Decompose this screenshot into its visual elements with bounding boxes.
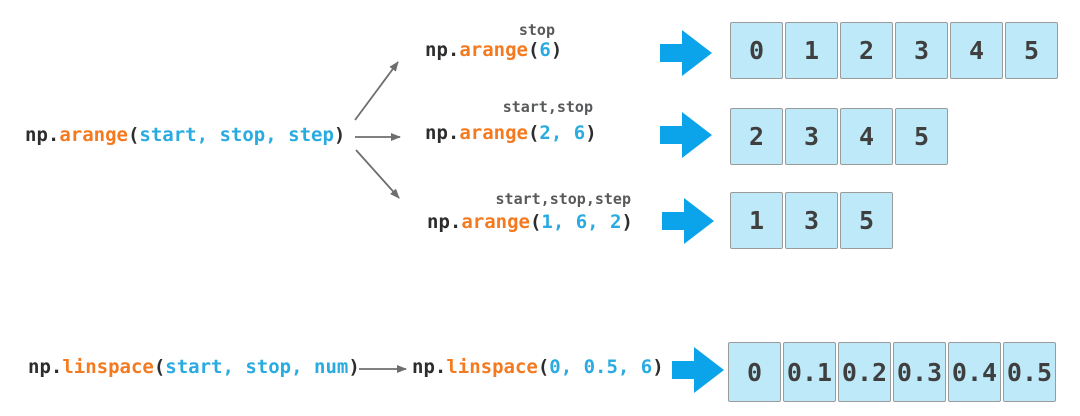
- arguments: 0, 0.5, 6: [549, 356, 653, 378]
- big-arrow-icon: [660, 112, 712, 158]
- array-cell: 1: [785, 22, 838, 79]
- array-cell: 4: [950, 22, 1003, 79]
- array-cell: 3: [895, 22, 948, 79]
- linspace-result-array: 0 0.1 0.2 0.3 0.4 0.5: [728, 342, 1056, 402]
- close-paren: ): [585, 122, 597, 144]
- arrow-tail: [662, 212, 684, 230]
- array-cell: 0.1: [783, 342, 836, 402]
- array-cell: 4: [840, 108, 893, 165]
- arange-stop-result-array: 0 1 2 3 4 5: [730, 22, 1058, 79]
- array-cell: 0.4: [948, 342, 1001, 402]
- branch-start-stop-step-label: start,stop,step: [495, 190, 631, 208]
- code-prefix: np.: [425, 39, 460, 61]
- arguments: start, stop, step: [139, 124, 334, 146]
- close-paren: ): [550, 39, 563, 61]
- arguments: 6: [539, 39, 551, 61]
- array-cell: 5: [895, 108, 948, 165]
- arange-start-stop-step-example-code: np.arange(1, 6, 2): [427, 210, 633, 234]
- function-name: arange: [461, 211, 530, 233]
- arguments: 1, 6, 2: [541, 211, 622, 233]
- function-name: linspace: [446, 356, 538, 378]
- close-paren: ): [333, 124, 346, 146]
- open-paren: (: [537, 356, 550, 378]
- close-paren: ): [348, 356, 360, 378]
- array-cell: 0.5: [1003, 342, 1056, 402]
- big-arrow-icon: [672, 347, 724, 393]
- arrow-tail: [660, 126, 682, 144]
- code-prefix: np.: [28, 356, 63, 378]
- arange-stop-example-code: np.arange(6): [425, 38, 562, 62]
- function-name: arange: [59, 124, 128, 146]
- arrow-tail: [660, 44, 682, 62]
- array-cell: 2: [840, 22, 893, 79]
- linspace-example-code: np.linspace(0, 0.5, 6): [412, 355, 664, 379]
- array-cell: 3: [785, 108, 838, 165]
- code-prefix: np.: [25, 124, 60, 146]
- arange-signature-code: np.arange(start, stop, step): [25, 123, 345, 147]
- array-cell: 5: [840, 192, 893, 249]
- array-cell: 0: [728, 342, 781, 402]
- open-paren: (: [527, 39, 540, 61]
- arrow-head: [684, 198, 714, 244]
- big-arrow-icon: [660, 30, 712, 76]
- arange-start-stop-step-result-array: 1 3 5: [730, 192, 893, 249]
- branch-start-stop-label: start,stop: [502, 98, 593, 116]
- arguments: 2, 6: [539, 122, 586, 144]
- arguments: start, stop, num: [165, 356, 349, 378]
- array-cell: 0.3: [893, 342, 946, 402]
- close-paren: ): [652, 356, 664, 378]
- open-paren: (: [127, 124, 140, 146]
- open-paren: (: [153, 356, 166, 378]
- linspace-signature-code: np.linspace(start, stop, num): [28, 355, 360, 379]
- array-cell: 0: [730, 22, 783, 79]
- thin-arrow-icon: [359, 365, 407, 373]
- arange-start-stop-example-code: np.arange(2, 6): [425, 121, 597, 145]
- open-paren: (: [529, 211, 542, 233]
- function-name: linspace: [62, 356, 154, 378]
- array-cell: 1: [730, 192, 783, 249]
- code-prefix: np.: [425, 122, 460, 144]
- array-cell: 2: [730, 108, 783, 165]
- arrow-head: [694, 347, 724, 393]
- arange-start-stop-result-array: 2 3 4 5: [730, 108, 948, 165]
- fanout-arrows-icon: [354, 61, 401, 199]
- big-arrow-icon: [662, 198, 714, 244]
- array-cell: 5: [1005, 22, 1058, 79]
- open-paren: (: [527, 122, 540, 144]
- branch-stop-label: stop: [518, 21, 555, 39]
- close-paren: ): [621, 211, 633, 233]
- array-cell: 0.2: [838, 342, 891, 402]
- arrow-head: [682, 112, 712, 158]
- code-prefix: np.: [412, 356, 447, 378]
- array-cell: 3: [785, 192, 838, 249]
- arrow-head: [682, 30, 712, 76]
- function-name: arange: [459, 122, 528, 144]
- arrow-tail: [672, 361, 694, 379]
- code-prefix: np.: [427, 211, 462, 233]
- function-name: arange: [459, 39, 528, 61]
